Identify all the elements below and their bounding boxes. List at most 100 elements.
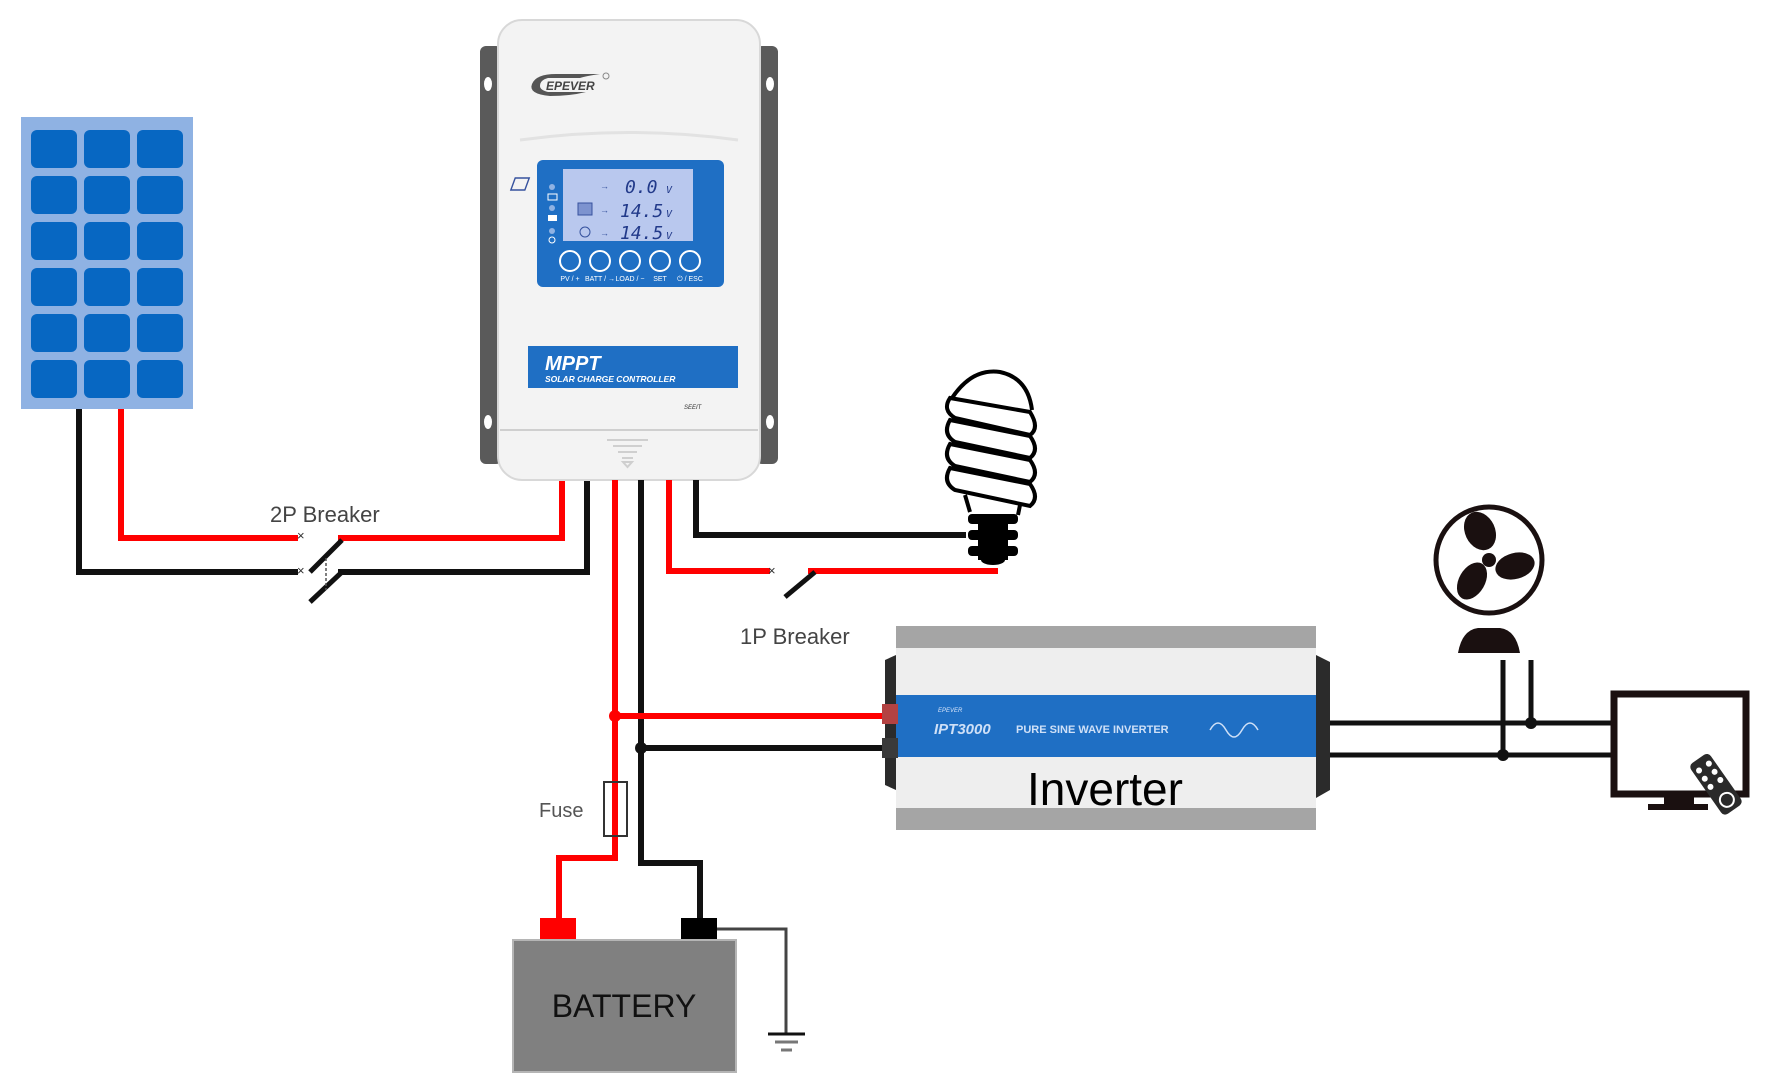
controller-button[interactable] (649, 250, 671, 272)
controller-button[interactable] (619, 250, 641, 272)
pv-negative-wire-to-controller (338, 480, 590, 575)
lcd-pv-voltage: 0.0 (625, 177, 658, 198)
inverter-positive-terminal (882, 704, 898, 724)
mount-hole (484, 415, 492, 429)
fuse: Fuse (539, 781, 628, 837)
fuse-label: Fuse (539, 800, 583, 822)
charge-controller: EPEVER → 0.0 V → 14.5 V → 14.5 V (480, 19, 778, 481)
solar-cell (84, 176, 130, 214)
lcd-row-pv: → 0.0 V (509, 177, 673, 198)
solar-cell (31, 222, 77, 260)
battery-negative-wire (638, 480, 703, 928)
controller-button-label: PV / + (560, 276, 579, 283)
breaker-contact-x: × (297, 528, 305, 543)
remote-control-icon (1690, 753, 1742, 815)
inverter-top-rail (896, 626, 1316, 648)
inverter-bottom-rail (896, 808, 1316, 830)
solar-cell (31, 176, 77, 214)
pv-negative-wire (76, 409, 298, 575)
solar-cell (31, 314, 77, 352)
breaker-1p: × 1P Breaker (740, 563, 850, 649)
inverter-description: PURE SINE WAVE INVERTER (1016, 724, 1169, 736)
battery-status-icon (548, 215, 557, 221)
breaker-switch-arm (783, 570, 817, 599)
solar-cell (137, 222, 183, 260)
load-positive-wire (666, 480, 770, 574)
battery-positive-terminal (540, 918, 576, 940)
controller-button[interactable] (679, 250, 701, 272)
breaker-switch-arm (308, 570, 344, 604)
vent-icon (607, 439, 648, 469)
controller-bevel (519, 131, 739, 142)
controller-button[interactable] (559, 250, 581, 272)
batt-led (549, 205, 555, 211)
solar-cell (84, 314, 130, 352)
solar-cell (84, 360, 130, 398)
solar-cells (31, 130, 183, 398)
load-wiring (666, 480, 998, 574)
solar-cell (31, 268, 77, 306)
pv-positive-wire-to-controller (338, 480, 565, 541)
controller-button-label: BATT / → (585, 276, 615, 283)
inverter-end-cap-right (1316, 655, 1330, 798)
solar-cell (84, 268, 130, 306)
battery-icon (577, 202, 593, 216)
breaker-contact-x: × (768, 563, 776, 578)
tv-icon (1610, 690, 1750, 815)
pv-status-icon (547, 193, 558, 201)
solar-panel-icon (509, 177, 531, 191)
breaker-1p-label: 1P Breaker (740, 624, 850, 649)
battery-positive-wire (556, 480, 618, 928)
controller-button-label: SET (653, 276, 667, 283)
lcd-load-voltage: 14.5 (620, 223, 663, 244)
inverter-model: IPT3000 (934, 721, 991, 738)
breaker-2p-label: 2P Breaker (270, 502, 380, 527)
lcd-row-battery: → 14.5 V (577, 201, 673, 222)
fan-icon (1433, 504, 1545, 653)
solar-panel (21, 117, 193, 409)
controller-button-label: LOAD / − (616, 276, 645, 283)
junction-dot (1525, 717, 1537, 729)
arrow-icon: → (600, 205, 609, 215)
solar-cell (84, 130, 130, 168)
inverter-band (896, 695, 1316, 757)
brand-name: EPEVER (546, 79, 595, 93)
load-negative-wire (693, 480, 966, 538)
load-status-icon (548, 236, 556, 244)
solar-cell (84, 222, 130, 260)
lcd-row-load: → 14.5 V (579, 223, 673, 244)
solar-cell (137, 360, 183, 398)
pv-led (549, 184, 555, 190)
arrow-icon: → (600, 181, 609, 191)
solar-cell (137, 268, 183, 306)
fuse-symbol (603, 781, 628, 837)
battery: BATTERY (512, 918, 737, 1073)
mppt-band (528, 346, 738, 388)
mppt-subtitle: SOLAR CHARGE CONTROLLER (545, 374, 676, 384)
light-bulb-icon (944, 369, 1037, 565)
breaker-contact-x: × (297, 563, 305, 578)
inverter: EPEVER IPT3000 PURE SINE WAVE INVERTER I… (882, 626, 1330, 830)
epever-logo: EPEVER (531, 72, 610, 96)
lcd-unit: V (666, 185, 673, 196)
junction-dot (1497, 749, 1509, 761)
controller-button-label: ⏻ / ESC (677, 275, 703, 283)
solar-cell (31, 360, 77, 398)
inverter-negative-terminal (882, 738, 898, 758)
lcd-unit: V (666, 209, 673, 220)
battery-wiring (556, 480, 885, 928)
battery-negative-terminal (681, 918, 717, 940)
lcd-unit: V (666, 231, 673, 242)
mount-bracket-left (480, 46, 502, 464)
mount-hole (766, 415, 774, 429)
arrow-icon: → (600, 228, 609, 238)
battery-body (512, 939, 737, 1073)
controller-button[interactable] (589, 250, 611, 272)
pv-wiring (76, 409, 590, 575)
solar-cell (137, 176, 183, 214)
maker-mark: SEEIT (684, 405, 703, 411)
mount-hole (484, 77, 492, 91)
mount-hole (766, 77, 774, 91)
inverter-label: Inverter (1027, 763, 1183, 815)
